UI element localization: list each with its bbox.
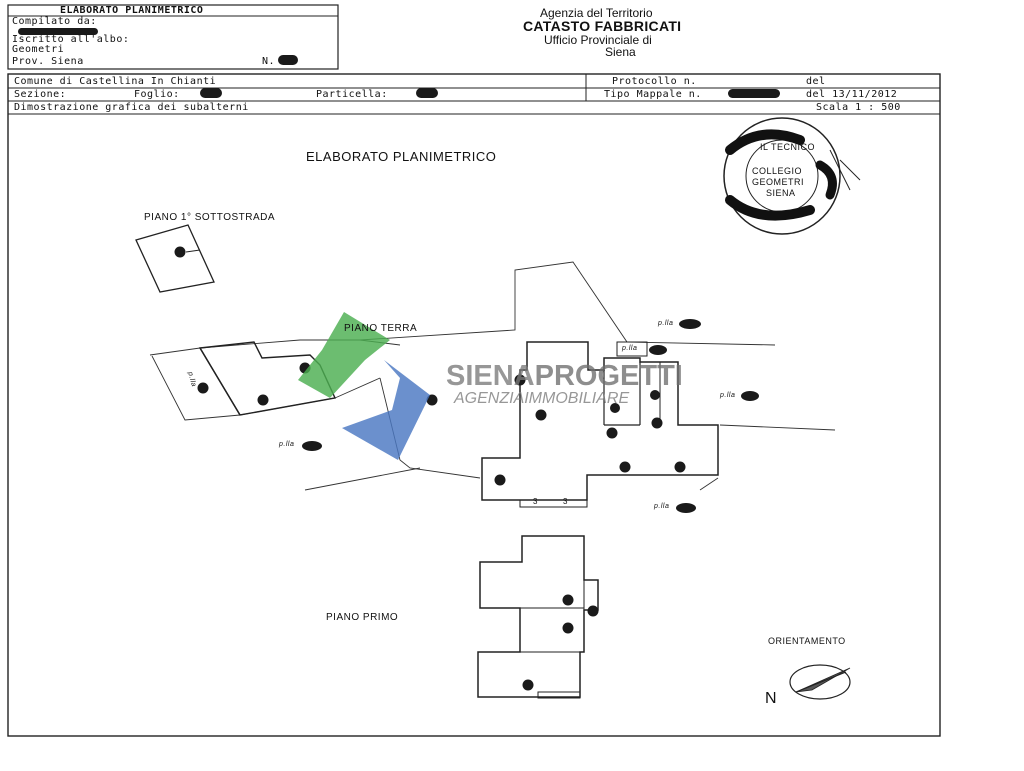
compiler-box-title: ELABORATO PLANIMETRICO	[60, 5, 204, 16]
plla-label-2: p.lla	[622, 345, 638, 352]
del-date-field: del 13/11/2012	[806, 89, 898, 100]
protocollo-field: Protocollo n.	[612, 76, 697, 87]
watermark-tagline-part1: AGENZIA	[454, 390, 525, 407]
watermark-brand-part2: PROGETTI	[534, 360, 683, 392]
stair-label-1: 3	[533, 497, 538, 506]
stamp-line2: COLLEGIO	[752, 166, 803, 176]
n-label: N.	[262, 56, 276, 67]
redacted-compiler-name	[18, 28, 98, 35]
agency-line1: Agenzia del Territorio	[540, 6, 653, 20]
stamp-line3: GEOMETRI	[752, 177, 805, 187]
agency-line2: CATASTO FABBRICATI	[523, 18, 682, 34]
sottostrada-plan	[135, 224, 215, 293]
agency-line3: Ufficio Provinciale di	[544, 33, 652, 47]
del-field: del	[806, 76, 826, 87]
redacted-n	[278, 55, 298, 65]
dimostrazione-field: Dimostrazione grafica dei subalterni	[14, 102, 249, 113]
stamp-line4: SIENA	[766, 188, 796, 198]
plla-label-1: p.lla	[658, 320, 674, 327]
redacted-foglio	[200, 88, 222, 98]
watermark-green-shape	[298, 312, 390, 398]
watermark-tagline: AGENZIAIMMOBILIARE	[454, 390, 629, 408]
tipo-mappale-field: Tipo Mappale n.	[604, 89, 702, 100]
plla-label-5: p.lla	[654, 503, 670, 510]
compiler-box	[7, 4, 339, 70]
watermark-blue-shape	[342, 360, 430, 460]
stamp-outer	[723, 117, 841, 235]
stamp-line1: IL TECNICO	[760, 142, 816, 152]
prov-label: Prov. Siena	[12, 56, 84, 67]
north-label: N	[765, 690, 778, 707]
foglio-field: Foglio:	[134, 89, 180, 100]
sheet-frame	[7, 73, 941, 737]
stair-label-2: 3	[563, 497, 568, 506]
plla-label-3: p.lla	[720, 392, 736, 399]
iscritto-label: Iscritto all'albo:	[12, 34, 130, 45]
label-orientamento: ORIENTAMENTO	[768, 636, 846, 646]
label-piano-sottostrada: PIANO 1° SOTTOSTRADA	[144, 212, 276, 223]
drawing-title: ELABORATO PLANIMETRICO	[306, 149, 497, 164]
agency-line4: Siena	[605, 45, 636, 59]
compass-icon	[789, 664, 851, 700]
redacted-tipo-mappale	[728, 89, 780, 98]
iscritto-value: Geometri	[12, 44, 65, 55]
watermark-brand: SIENAPROGETTI	[446, 360, 683, 393]
watermark-tagline-part2: IMMOBILIARE	[524, 390, 630, 407]
comune-field: Comune di Castellina In Chianti	[14, 76, 217, 87]
redacted-particella	[416, 88, 438, 98]
sezione-field: Sezione:	[14, 89, 67, 100]
plla-label-4: p.lla	[279, 441, 295, 448]
label-piano-primo: PIANO PRIMO	[326, 612, 399, 623]
compilato-label: Compilato da:	[12, 16, 97, 27]
piano-primo-building	[477, 535, 599, 698]
label-piano-terra: PIANO TERRA	[344, 323, 418, 334]
watermark-brand-part1: SIENA	[446, 360, 535, 392]
scala-field: Scala 1 : 500	[816, 102, 901, 113]
particella-field: Particella:	[316, 89, 388, 100]
